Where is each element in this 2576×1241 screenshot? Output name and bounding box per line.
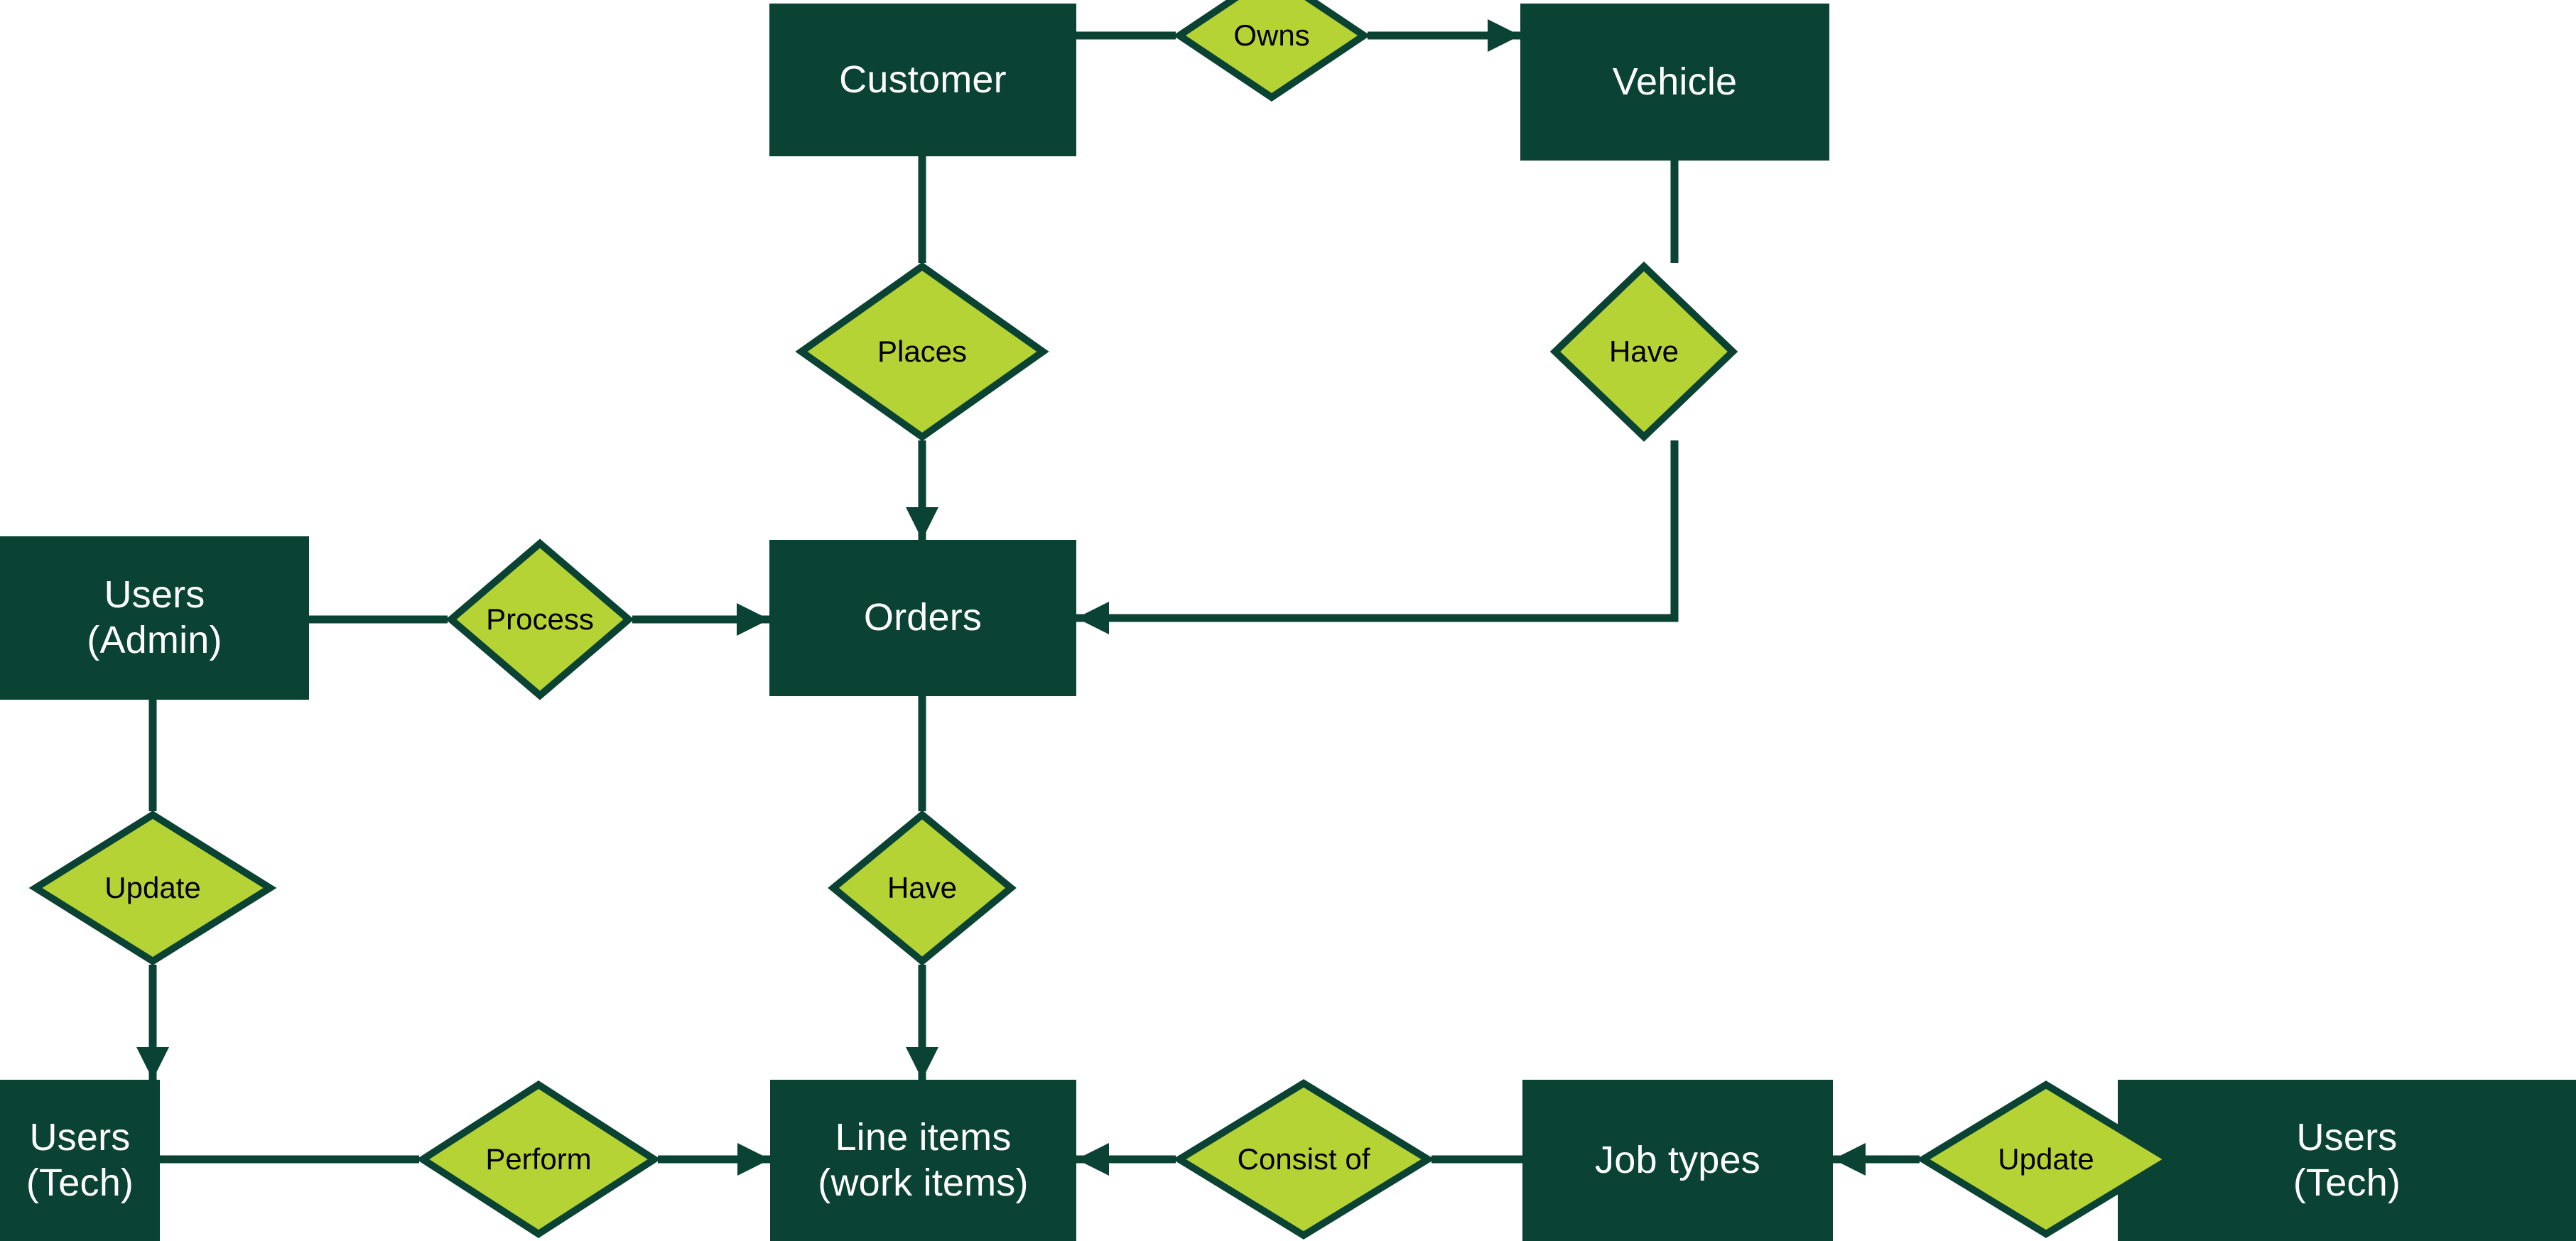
relationship-process[interactable]: Process bbox=[445, 538, 634, 700]
arrowhead-perform-lineitems bbox=[737, 1143, 770, 1176]
diamond-shape-icon bbox=[795, 261, 1049, 442]
relationship-update_l[interactable]: Update bbox=[28, 811, 277, 965]
diamond-shape-icon bbox=[1173, 0, 1370, 102]
edge-have-orders-elbow bbox=[1076, 440, 1679, 622]
entity-orders[interactable]: Orders bbox=[769, 540, 1076, 696]
diamond-shape-icon bbox=[1549, 261, 1738, 442]
diamond-shape-icon bbox=[445, 538, 634, 700]
diamond-shape-icon bbox=[416, 1080, 661, 1238]
relationship-update_r[interactable]: Update bbox=[1916, 1080, 2176, 1238]
diamond-shape-icon bbox=[28, 811, 277, 965]
relationship-perform[interactable]: Perform bbox=[416, 1080, 661, 1238]
relationship-places[interactable]: Places bbox=[795, 261, 1049, 442]
entity-line_items[interactable]: Line items (work items) bbox=[770, 1080, 1076, 1241]
diamond-shape-icon bbox=[1172, 1079, 1435, 1240]
diamond-shape-icon bbox=[1916, 1080, 2176, 1238]
entity-customer[interactable]: Customer bbox=[769, 4, 1076, 156]
arrowhead-process-orders bbox=[737, 603, 769, 636]
entity-users_tech_r[interactable]: Users (Tech) bbox=[2118, 1080, 2576, 1241]
relationship-owns[interactable]: Owns bbox=[1173, 0, 1370, 102]
entity-users_tech_l[interactable]: Users (Tech) bbox=[0, 1080, 160, 1241]
entity-job_types[interactable]: Job types bbox=[1522, 1080, 1833, 1241]
entity-users_admin[interactable]: Users (Admin) bbox=[0, 536, 309, 700]
arrowhead-have-orders-elbow bbox=[1076, 602, 1109, 634]
arrowhead-update-userstech bbox=[136, 1047, 169, 1080]
arrowhead-update-jobtypes bbox=[1833, 1143, 1866, 1176]
relationship-have_veh[interactable]: Have bbox=[1549, 261, 1738, 442]
arrowhead-owns-vehicle bbox=[1488, 19, 1520, 52]
entity-vehicle[interactable]: Vehicle bbox=[1520, 4, 1829, 161]
relationship-consist_of[interactable]: Consist of bbox=[1172, 1079, 1435, 1240]
arrowhead-have-lineitems bbox=[906, 1047, 938, 1080]
arrowhead-consistof-lineitems bbox=[1076, 1143, 1109, 1176]
diamond-shape-icon bbox=[828, 810, 1017, 966]
arrowhead-places-orders bbox=[906, 507, 938, 540]
relationship-have_ord[interactable]: Have bbox=[828, 810, 1017, 966]
